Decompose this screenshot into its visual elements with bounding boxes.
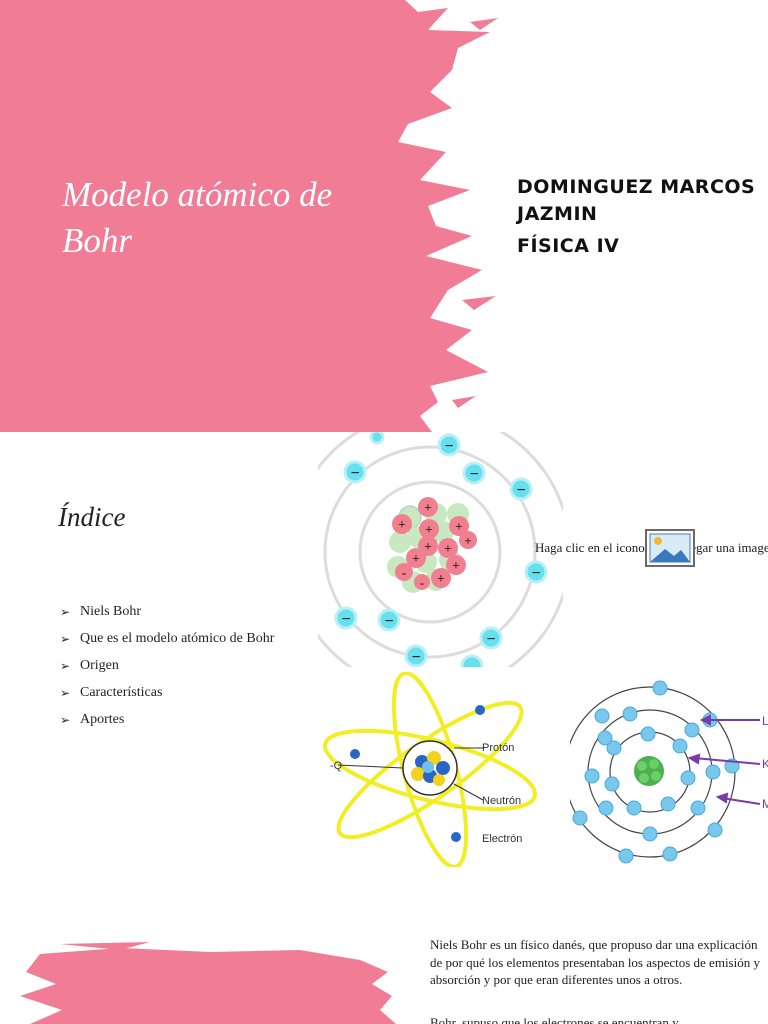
content-slide: Niels Bohr es un físico danés, que propu…: [0, 892, 768, 1024]
svg-text:+: +: [412, 552, 420, 567]
list-item: ➢Origen: [60, 656, 280, 676]
svg-text:−: −: [444, 438, 453, 455]
author-name[interactable]: DOMINGUEZ MARCOS JAZMIN: [517, 176, 756, 225]
index-list: ➢Niels Bohr ➢Que es el modelo atómico de…: [60, 602, 280, 737]
svg-text:−: −: [350, 465, 359, 482]
svg-text:−: −: [531, 565, 540, 582]
paragraph-bohr-supuso[interactable]: Bohr, supuso que los electrones se encue…: [430, 1015, 679, 1024]
atom-diagram-3: L K M: [570, 680, 768, 864]
list-item: ➢Características: [60, 683, 280, 703]
index-title[interactable]: Índice: [58, 502, 126, 532]
svg-text:−: −: [341, 611, 350, 628]
svg-text:−: −: [384, 613, 393, 630]
arrow-bullet-icon: ➢: [60, 713, 71, 727]
subject-name[interactable]: FÍSICA IV: [517, 235, 620, 257]
svg-text:-: -: [402, 565, 406, 580]
svg-text:−: −: [411, 649, 420, 666]
title-slide: Modelo atómico de Bohr DOMINGUEZ MARCOS …: [0, 0, 768, 432]
svg-text:+: +: [424, 501, 432, 516]
arrow-bullet-icon: ➢: [60, 659, 71, 673]
label-shell-m: M: [762, 797, 768, 811]
label-proton: Protón: [482, 742, 514, 754]
svg-text:−: −: [469, 466, 478, 483]
nucleus-cluster: [411, 751, 450, 786]
nucleus: + + + + + + + + + + - -: [387, 497, 477, 593]
list-item: ➢Aportes: [60, 710, 280, 730]
label-shell-l: L: [762, 714, 768, 728]
svg-text:+: +: [464, 533, 471, 548]
svg-text:−: −: [516, 482, 525, 499]
nucleus: [634, 756, 664, 786]
label-shell-k: K: [762, 757, 768, 771]
index-slide: Índice ➢Niels Bohr ➢Que es el modelo ató…: [0, 432, 768, 892]
svg-text:+: +: [452, 559, 460, 574]
list-item: ➢Que es el modelo atómico de Bohr: [60, 629, 280, 649]
atom-diagram-2: Protón Neutrón Electrón -Q: [322, 672, 538, 867]
svg-text:-: -: [420, 576, 424, 590]
paragraph-niels-bohr[interactable]: Niels Bohr es un físico danés, que propu…: [430, 937, 760, 987]
pink-brush-stroke: [0, 0, 498, 432]
svg-text:+: +: [444, 542, 452, 557]
arrow-bullet-icon: ➢: [60, 605, 71, 619]
list-item: ➢Niels Bohr: [60, 602, 280, 622]
arrow-bullet-icon: ➢: [60, 632, 71, 646]
label-charge: -Q: [330, 760, 343, 772]
arrow-bullet-icon: ➢: [60, 686, 71, 700]
svg-text:+: +: [437, 572, 445, 587]
svg-text:+: +: [455, 520, 463, 535]
atom-diagram-1: + + + + + + + + + + - - −: [318, 432, 563, 667]
svg-text:−: −: [486, 631, 495, 648]
svg-text:+: +: [424, 540, 432, 555]
electrons: [334, 432, 548, 667]
svg-text:+: +: [398, 518, 406, 533]
pink-brush-stroke: [20, 942, 396, 1024]
label-neutron: Neutrón: [482, 795, 521, 807]
svg-text:+: +: [425, 523, 433, 538]
presentation-title[interactable]: Modelo atómico de Bohr: [62, 175, 333, 260]
label-electron: Electrón: [482, 833, 522, 845]
insert-image-icon[interactable]: [645, 529, 695, 567]
